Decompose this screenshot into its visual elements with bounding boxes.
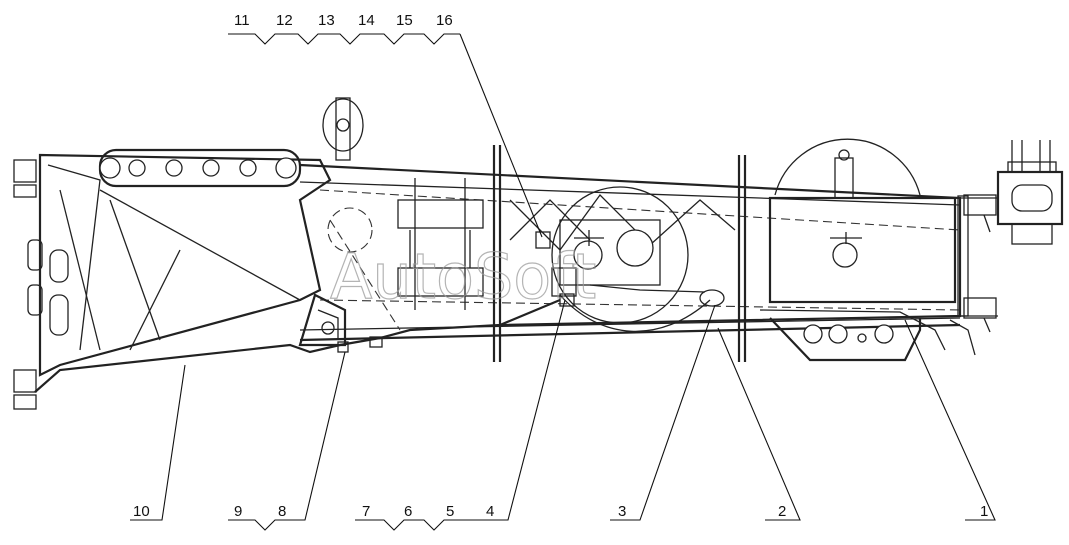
callout-12: 12 [276, 12, 293, 29]
watermark-text: AutoSoft [330, 240, 596, 313]
bottom-bracket [769, 317, 922, 362]
top-callouts: 11 12 13 14 15 16 [234, 12, 453, 29]
front-a-frame [13, 153, 332, 410]
callout-7: 7 [362, 503, 370, 520]
callout-11: 11 [234, 12, 250, 29]
callout-9: 9 [234, 503, 242, 520]
callout-16: 16 [436, 12, 453, 29]
top-pulley [322, 97, 364, 161]
callout-13: 13 [318, 12, 335, 29]
clamp-block [397, 178, 484, 310]
callout-14: 14 [358, 12, 375, 29]
callout-1: 1 [980, 503, 988, 520]
hose-bracket [298, 293, 347, 347]
drum-housing [535, 186, 689, 324]
callout-2: 2 [778, 503, 786, 520]
callout-15: 15 [396, 12, 413, 29]
upper-link-bar [98, 148, 302, 188]
callout-10: 10 [133, 503, 150, 520]
callout-4: 4 [486, 503, 494, 520]
bottom-callouts: 10 9 8 7 6 5 4 3 2 1 [133, 503, 988, 520]
leader-lines [130, 33, 996, 531]
main-frame [299, 145, 962, 362]
callout-8: 8 [278, 503, 286, 520]
rear-tank [768, 138, 957, 304]
callout-5: 5 [446, 503, 454, 520]
callout-6: 6 [404, 503, 412, 520]
callout-3: 3 [618, 503, 626, 520]
rear-hitch [957, 140, 1064, 333]
